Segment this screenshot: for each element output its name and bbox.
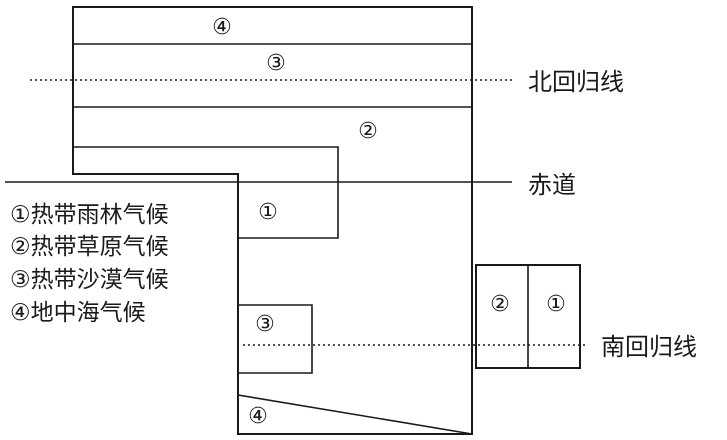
zone-boundary-south-3 xyxy=(238,304,313,374)
small-zone-label-2: ② xyxy=(490,292,510,317)
zone-label-north-3: ③ xyxy=(266,51,286,76)
zone-label-south-3: ③ xyxy=(255,312,275,337)
zone-boundary-2-1 xyxy=(73,146,339,239)
main-continent-outline xyxy=(72,6,473,435)
legend-item: ①热带雨林气候 xyxy=(10,202,169,228)
zone-label-north-4: ④ xyxy=(212,15,232,40)
legend-item: ④地中海气候 xyxy=(10,300,146,326)
zone-label-1: ① xyxy=(258,200,278,225)
equator-label: 赤道 xyxy=(528,171,576,199)
small-zone-label-1: ① xyxy=(546,292,566,317)
tropic-of-capricorn-label: 南回归线 xyxy=(601,333,697,361)
legend-item: ③热带沙漠气候 xyxy=(10,267,169,293)
zone-boundary-south-4 xyxy=(237,394,473,435)
zone-label-south-4: ④ xyxy=(248,404,268,429)
legend: ①热带雨林气候 ②热带草原气候 ③热带沙漠气候 ④地中海气候 xyxy=(10,202,169,326)
tropic-of-cancer-label: 北回归线 xyxy=(528,68,624,96)
legend-item: ②热带草原气候 xyxy=(10,234,169,260)
zone-label-2: ② xyxy=(358,119,378,144)
